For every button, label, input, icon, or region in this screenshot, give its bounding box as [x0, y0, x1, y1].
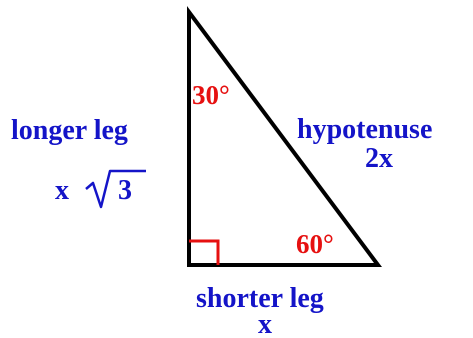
hypotenuse-value: 2x: [365, 143, 393, 174]
sqrt-symbol: [85, 169, 146, 209]
shorter-leg-label: shorter leg: [196, 283, 324, 314]
angle-label-bottom-right: 60°: [296, 229, 334, 259]
right-angle-marker: [189, 239, 220, 265]
longer-leg-label: longer leg: [11, 115, 128, 146]
hypotenuse-label: hypotenuse: [297, 114, 432, 145]
right-triangle: [187, 5, 382, 267]
angle-label-top: 30°: [192, 80, 230, 110]
longer-leg-value-prefix: x: [55, 175, 69, 206]
shorter-leg-value: x: [258, 309, 272, 338]
longer-leg-radicand: 3: [118, 175, 132, 206]
